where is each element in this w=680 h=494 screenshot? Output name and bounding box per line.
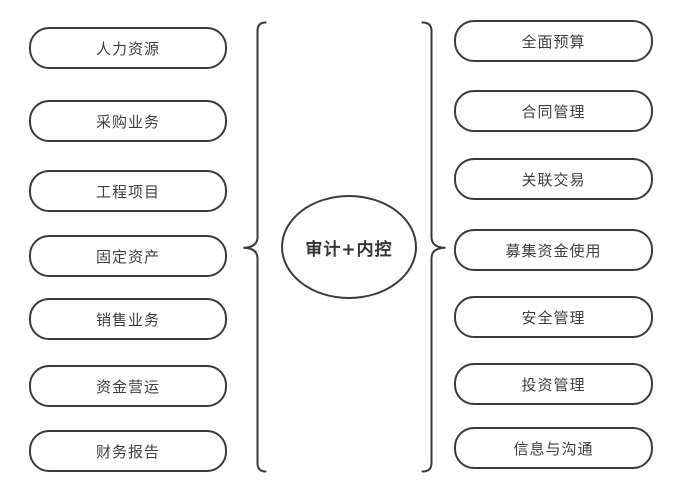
node-label: 固定资产 [95, 247, 160, 266]
node-label: 投资管理 [521, 375, 586, 394]
node-label: 关联交易 [521, 170, 586, 189]
node-label: 募集资金使用 [505, 241, 602, 260]
node-pill-left-1: 人力资源 [29, 27, 227, 69]
node-pill-left-7: 财务报告 [29, 430, 227, 472]
center-node-label: 审计+内控 [305, 239, 393, 260]
node-pill-left-3: 工程项目 [29, 170, 227, 212]
node-label: 合同管理 [521, 102, 586, 121]
node-pill-right-3: 关联交易 [454, 158, 653, 200]
node-pill-right-4: 募集资金使用 [454, 229, 653, 271]
left-curly-brace [243, 21, 267, 473]
node-pill-right-5: 安全管理 [454, 296, 653, 338]
node-label: 安全管理 [521, 308, 586, 327]
node-pill-left-5: 销售业务 [29, 298, 227, 340]
node-pill-left-6: 资金营运 [29, 365, 227, 407]
node-label: 资金营运 [95, 377, 160, 396]
node-label: 财务报告 [95, 442, 160, 461]
node-pill-right-1: 全面预算 [454, 20, 653, 62]
node-label: 全面预算 [521, 32, 586, 51]
right-curly-brace [421, 21, 446, 473]
center-node-ellipse: 审计+内控 [281, 195, 417, 299]
node-pill-right-2: 合同管理 [454, 90, 653, 132]
node-label: 人力资源 [95, 39, 160, 58]
node-label: 信息与沟通 [513, 439, 594, 458]
node-label: 采购业务 [95, 112, 160, 131]
node-pill-left-2: 采购业务 [29, 100, 227, 142]
node-label: 工程项目 [95, 182, 160, 201]
node-pill-right-7: 信息与沟通 [454, 427, 653, 469]
node-pill-right-6: 投资管理 [454, 363, 653, 405]
node-pill-left-4: 固定资产 [29, 235, 227, 277]
node-label: 销售业务 [95, 310, 160, 329]
